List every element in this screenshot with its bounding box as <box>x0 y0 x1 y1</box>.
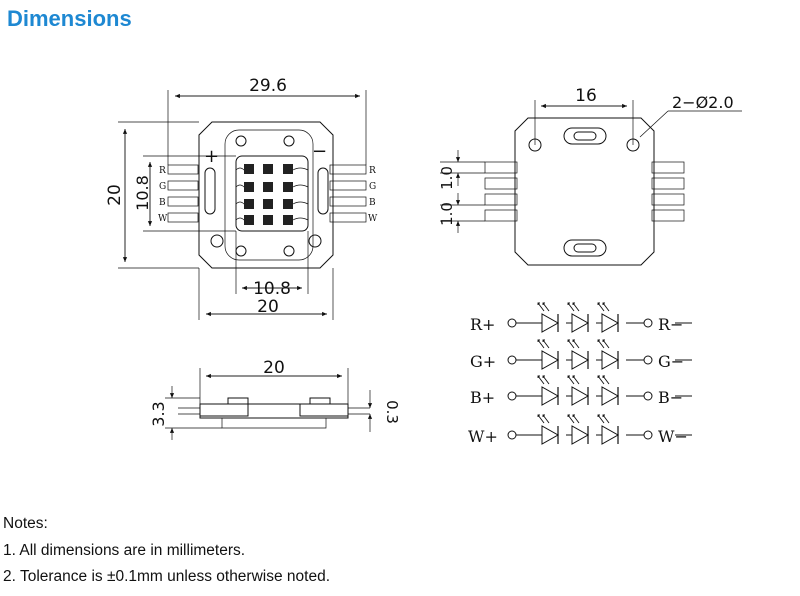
terminal-anode-1 <box>507 355 517 365</box>
terminal-cathode-0 <box>643 318 653 328</box>
light-rays-icon-1-0 <box>537 339 550 349</box>
dim-side-height: 3.3 <box>149 401 168 426</box>
light-rays-icon-2-0 <box>537 375 550 385</box>
dim-inner-height: 10.8 <box>133 175 152 211</box>
light-rays-icon-1-2 <box>597 339 610 349</box>
right-pin-b: B <box>369 198 376 208</box>
led-schematic: R+ G+ B+ W+ R− G− B− W− <box>468 302 692 446</box>
schematic-label-b-minus: B− <box>658 388 683 407</box>
note-item-1: 1. All dimensions are in millimeters. <box>3 542 246 559</box>
schematic-label-r-plus: R+ <box>470 315 495 334</box>
dim-overall-width: 29.6 <box>249 76 287 96</box>
schematic-label-r-minus: R− <box>658 315 683 334</box>
dim-pin-pitch-2: 1.0 <box>438 202 456 226</box>
left-pin-g: G <box>159 182 166 192</box>
terminal-anode-2 <box>507 391 517 401</box>
terminal-cathode-2 <box>643 391 653 401</box>
light-rays-icon-3-2 <box>597 414 610 424</box>
terminal-cathode-1 <box>643 355 653 365</box>
light-rays-icon-2-2 <box>597 375 610 385</box>
schematic-label-b-plus: B+ <box>470 388 495 407</box>
left-pin-b: B <box>159 198 166 208</box>
dim-inner-width: 10.8 <box>253 279 291 299</box>
led-icon-1-2 <box>601 350 620 370</box>
led-icon-0-2 <box>601 313 620 333</box>
schematic-label-g-minus: G− <box>658 352 684 371</box>
led-icon-0-1 <box>571 313 590 333</box>
note-item-2: 2. Tolerance is ±0.1mm unless otherwise … <box>3 568 330 585</box>
led-icon-2-0 <box>541 386 560 406</box>
schematic-label-w-minus: W− <box>658 427 688 446</box>
right-pin-g: G <box>369 182 376 192</box>
left-pin-r: R <box>159 166 166 176</box>
light-rays-icon-3-0 <box>537 414 550 424</box>
led-icon-3-0 <box>541 425 560 445</box>
light-rays-icon-0-2 <box>597 302 610 312</box>
light-rays-icon-3-1 <box>567 414 580 424</box>
side-view: 20 3.3 0.3 <box>149 358 401 440</box>
dim-hole-spacing: 16 <box>575 86 597 106</box>
light-rays-icon-2-1 <box>567 375 580 385</box>
notes-heading: Notes: <box>3 515 48 532</box>
mechanical-drawing: + − R G B W R G B W 29.6 20 10.8 10.8 <box>105 76 742 446</box>
led-icon-1-0 <box>541 350 560 370</box>
left-pin-w: W <box>158 214 168 224</box>
light-rays-icon-0-0 <box>537 302 550 312</box>
terminal-anode-0 <box>507 318 517 328</box>
led-icon-3-2 <box>601 425 620 445</box>
bottom-view: 16 2−Ø2.0 1.0 1.0 <box>438 86 742 266</box>
dim-body-width: 20 <box>257 297 279 317</box>
led-icon-3-1 <box>571 425 590 445</box>
led-icon-0-0 <box>541 313 560 333</box>
light-rays-icon-1-1 <box>567 339 580 349</box>
led-icon-1-1 <box>571 350 590 370</box>
top-view: + − R G B W R G B W 29.6 20 10.8 10.8 <box>105 76 378 320</box>
dim-overall-height: 20 <box>105 184 125 206</box>
light-rays-icon-0-1 <box>567 302 580 312</box>
dim-side-thickness: 0.3 <box>383 400 401 424</box>
schematic-label-g-plus: G+ <box>470 352 496 371</box>
right-pin-w: W <box>368 214 378 224</box>
dim-side-width: 20 <box>263 358 285 378</box>
plus-sign-label: + <box>204 146 219 167</box>
terminal-cathode-3 <box>643 430 653 440</box>
led-icon-2-2 <box>601 386 620 406</box>
right-pin-r: R <box>369 166 376 176</box>
led-icon-2-1 <box>571 386 590 406</box>
schematic-label-w-plus: W+ <box>468 427 498 446</box>
page-title: Dimensions <box>7 6 132 31</box>
hole-callout: 2−Ø2.0 <box>672 93 734 112</box>
minus-sign-label: − <box>312 141 327 162</box>
dim-pin-pitch-1: 1.0 <box>438 166 456 190</box>
terminal-anode-3 <box>507 430 517 440</box>
